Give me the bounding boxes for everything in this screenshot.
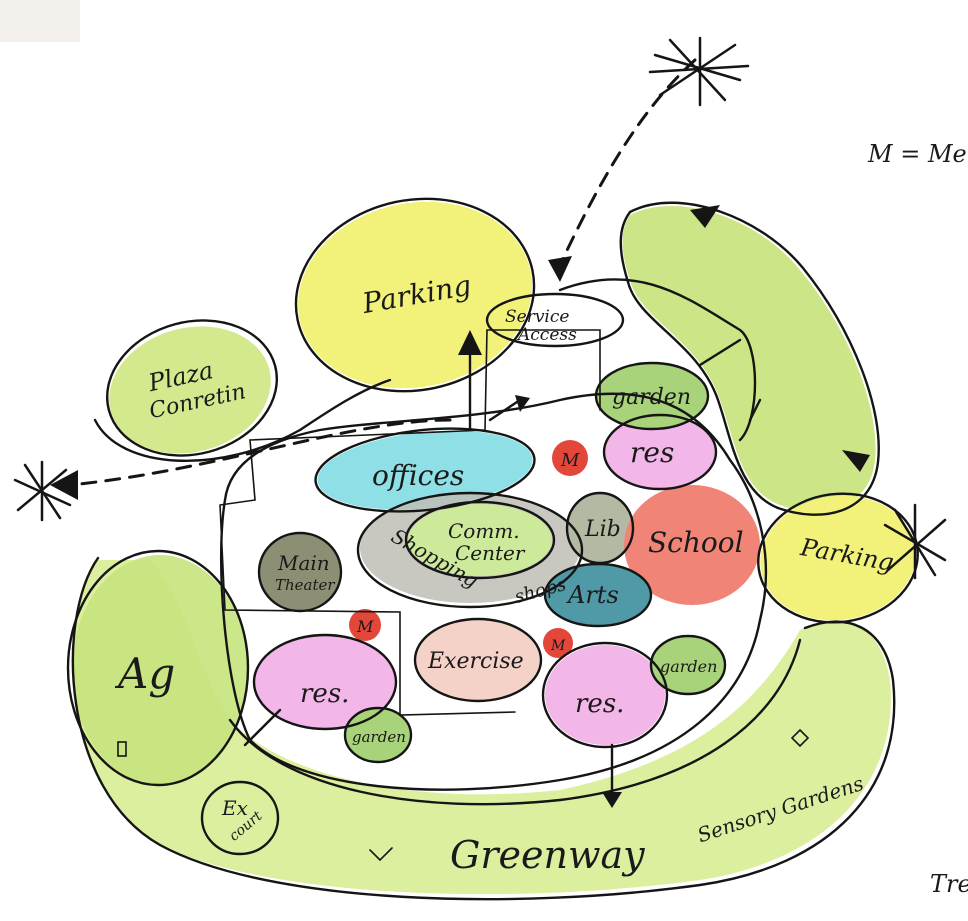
starburst-right-icon xyxy=(883,503,947,580)
label-garden-top: garden xyxy=(612,385,691,410)
ink-outlines xyxy=(66,197,919,901)
corner-text: Tre xyxy=(930,870,968,898)
res-left-zone xyxy=(255,636,395,728)
starburst-left-icon xyxy=(13,460,72,522)
school-zone xyxy=(624,485,760,605)
m-marker-2 xyxy=(349,609,381,641)
ag-zone xyxy=(72,555,248,785)
doodle-square-left xyxy=(117,741,127,757)
label-school: School xyxy=(648,526,744,559)
label-res-right: res xyxy=(630,436,674,469)
label-garden-left: garden xyxy=(352,728,406,746)
m-markers xyxy=(349,440,588,658)
arts-zone xyxy=(546,565,650,625)
corner-scrap xyxy=(0,0,80,42)
label-arts: Arts xyxy=(566,581,619,609)
label-comm-1: Comm. xyxy=(448,519,520,543)
label-greenway: Greenway xyxy=(450,833,645,877)
garden-right-zone xyxy=(652,637,724,693)
label-library: Lib xyxy=(584,517,621,542)
m-marker-1 xyxy=(552,440,588,476)
label-ex-court-1: Ex xyxy=(221,796,248,820)
solid-arrows xyxy=(243,205,870,808)
main-theater-zone xyxy=(260,534,340,610)
legend-text: M = Mer xyxy=(867,140,968,168)
garden-top-zone xyxy=(597,364,707,428)
label-service-1: Service xyxy=(505,307,569,327)
res-center-zone xyxy=(545,645,665,745)
offices-zone xyxy=(317,430,533,510)
label-theater-2: Theater xyxy=(275,576,335,594)
m-marker-3 xyxy=(543,628,573,658)
label-res-left: res. xyxy=(300,679,349,709)
m-marker-label-3: M xyxy=(550,638,566,654)
comm-center-zone xyxy=(408,504,552,576)
plaza-zone xyxy=(109,326,271,454)
exercise-zone xyxy=(416,620,540,700)
label-res-center: res. xyxy=(575,689,624,719)
label-garden-right: garden xyxy=(660,657,717,676)
label-comm-2: Center xyxy=(455,541,526,565)
parking-right-zone xyxy=(760,495,916,621)
right-green-zone xyxy=(622,206,876,512)
m-marker-label-1: M xyxy=(560,450,580,471)
doodle-check-greenway xyxy=(369,847,393,862)
entry-starbursts xyxy=(13,36,947,580)
starburst-top-icon xyxy=(648,36,750,107)
label-theater-1: Main xyxy=(277,551,330,575)
label-ag: Ag xyxy=(114,649,175,698)
m-marker-label-2: M xyxy=(356,617,374,636)
doodle-diamond-right xyxy=(790,728,810,748)
label-offices: offices xyxy=(372,459,464,492)
library-zone xyxy=(568,494,632,562)
label-exercise: Exercise xyxy=(427,649,524,674)
label-service-2: Access xyxy=(516,325,577,345)
res-right-zone xyxy=(605,416,715,488)
dashed-arrows xyxy=(50,58,697,500)
